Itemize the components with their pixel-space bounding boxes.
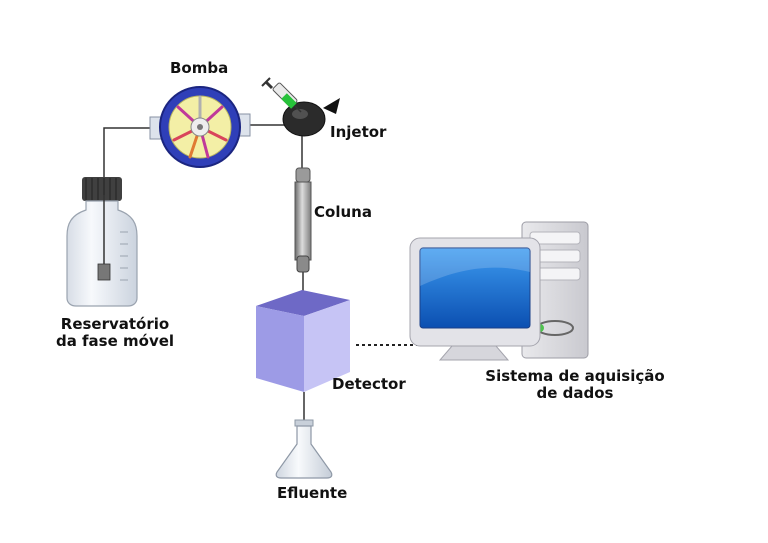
reservoir-label: Reservatório da fase móvel (40, 316, 190, 350)
detector-label: Detector (332, 375, 406, 393)
system-label: Sistema de aquisição de dados (470, 368, 680, 402)
system-label-line1: Sistema de aquisição (485, 367, 665, 385)
reservoir-label-line1: Reservatório (60, 315, 170, 333)
column-icon (294, 167, 312, 273)
system-label-line2: de dados (536, 384, 614, 402)
computer-monitor (409, 237, 541, 361)
column-label: Coluna (314, 203, 372, 221)
computer-icon (409, 221, 589, 361)
syringe-icon (261, 77, 302, 113)
pump-icon (149, 86, 251, 168)
reservoir-label-line2: da fase móvel (55, 332, 175, 350)
flask-icon (275, 419, 333, 479)
detector-cube-icon (256, 290, 350, 392)
reservoir-bottle-icon (66, 177, 138, 307)
effluent-label: Efluente (277, 484, 348, 502)
injector-valve-icon (282, 98, 340, 137)
injector-label: Injetor (330, 123, 387, 141)
pump-label: Bomba (170, 59, 229, 77)
